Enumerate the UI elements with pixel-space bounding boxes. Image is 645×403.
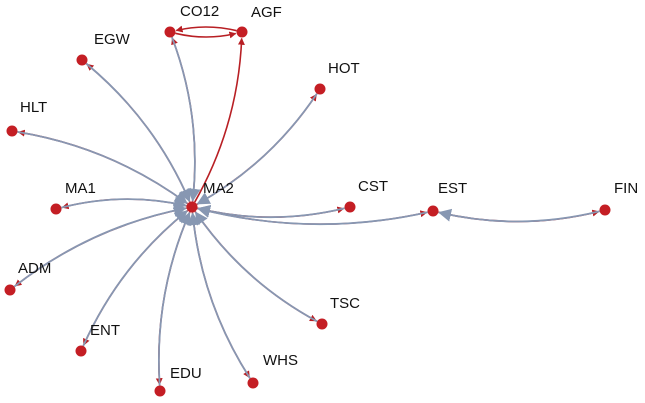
edge-hot-to-ma2 (196, 93, 318, 205)
node-whs[interactable] (247, 377, 259, 389)
node-label-co12: CO12 (180, 3, 219, 20)
node-ma2[interactable] (186, 201, 198, 213)
node-label-adm: ADM (18, 260, 51, 277)
node-label-est: EST (438, 180, 467, 197)
node-agf[interactable] (236, 26, 248, 38)
node-label-hlt: HLT (20, 99, 47, 116)
node-label-tsc: TSC (330, 295, 360, 312)
node-label-cst: CST (358, 178, 388, 195)
edge-est-to-ma2 (197, 205, 428, 226)
edge-ma2-to-agf (194, 37, 245, 203)
node-ent[interactable] (75, 345, 87, 357)
edge-ma2-to-egw (86, 63, 191, 203)
node-label-egw: EGW (94, 31, 131, 48)
edge-adm-to-ma2 (13, 204, 187, 288)
edge-agf-to-co12 (175, 25, 237, 33)
node-label-ma2: MA2 (203, 180, 234, 197)
node-est[interactable] (427, 205, 439, 217)
edge-ma2-to-hlt (17, 129, 189, 205)
node-label-ma1: MA1 (65, 180, 96, 197)
edge-ma2-to-whs (191, 212, 251, 379)
edge-whs-to-ma2 (187, 212, 251, 379)
node-label-agf: AGF (251, 4, 282, 21)
node-label-whs: WHS (263, 352, 298, 369)
edge-tsc-to-ma2 (194, 211, 318, 323)
node-ma1[interactable] (50, 203, 62, 215)
edge-co12-to-agf (175, 31, 237, 39)
node-hlt[interactable] (6, 125, 18, 137)
edge-cst-to-ma2 (197, 204, 345, 219)
edge-ma1-to-ma2 (61, 196, 187, 210)
node-label-ent: ENT (90, 322, 120, 339)
edge-fin-to-est (438, 208, 600, 223)
edge-hlt-to-ma2 (17, 131, 188, 204)
edge-edu-to-ma2 (157, 211, 191, 386)
nodes-layer (4, 26, 611, 397)
node-label-fin: FIN (614, 180, 638, 197)
node-co12[interactable] (164, 26, 176, 38)
node-hot[interactable] (314, 83, 326, 95)
labels-layer: MA2 CO12 AGF EGW HOT HLT MA1 CST EST FIN ADM TSC ENT… (18, 3, 638, 382)
node-edu[interactable] (154, 385, 166, 397)
node-egw[interactable] (76, 54, 88, 66)
node-cst[interactable] (344, 201, 356, 213)
node-adm[interactable] (4, 284, 16, 296)
node-tsc[interactable] (316, 318, 328, 330)
edge-egw-to-ma2 (85, 62, 191, 203)
node-fin[interactable] (599, 204, 611, 216)
edges-layer (13, 25, 600, 386)
node-label-edu: EDU (170, 365, 202, 382)
edge-ma2-to-co12 (171, 37, 196, 202)
node-label-hot: HOT (328, 60, 360, 77)
edge-co12-to-ma2 (171, 36, 201, 202)
edge-ent-to-ma2 (82, 210, 188, 347)
